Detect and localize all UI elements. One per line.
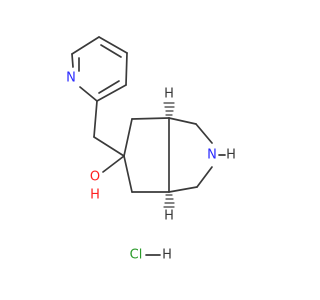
bond-pyr-ch2	[93, 100, 98, 138]
bond-c3-c6a	[168, 186, 198, 193]
bond-c2-n1	[79, 86, 98, 102]
bond-c4-c3	[125, 52, 128, 86]
atom-labels: N N H O H H H Cl H	[66, 71, 236, 263]
hydroxyl-hydrogen-label: H	[90, 188, 100, 203]
bond-c3-c2-inner	[98, 80, 120, 94]
bond-n1-c6	[71, 53, 74, 68]
chloride-label: Cl	[130, 248, 143, 263]
amine-hydrogen-label: H	[226, 148, 236, 163]
bond-c5-c4	[98, 36, 128, 54]
molecule-structure-diagram: N N H O H H H Cl H	[66, 36, 236, 263]
bond-ch2-c5	[93, 136, 125, 157]
hydroxyl-oxygen-label: O	[90, 170, 100, 185]
bond-c1-nh	[195, 123, 213, 144]
hcl-hydrogen-label: H	[162, 248, 172, 263]
bond-c3-c2	[96, 84, 127, 102]
bond-c4-c3a	[131, 117, 170, 120]
bond-c5-c4-inner	[100, 44, 122, 58]
pyridine-nitrogen-label: N	[66, 71, 76, 86]
bond-c5-c4	[123, 118, 133, 157]
bicyclic-core	[93, 100, 213, 193]
stereo-hydrogen-bottom-label: H	[164, 209, 174, 224]
bond-c5-c6	[123, 155, 133, 193]
bond-c6-c5	[71, 36, 100, 55]
pyridine-ring	[71, 36, 128, 102]
bond-nh-c3	[196, 166, 213, 188]
bond-c5-oh	[102, 155, 125, 173]
bond-c3a-c1	[168, 117, 197, 125]
stereo-wedges	[163, 102, 175, 208]
stereo-hydrogen-top-label: H	[164, 87, 174, 102]
amine-nitrogen-label: N	[207, 148, 217, 163]
